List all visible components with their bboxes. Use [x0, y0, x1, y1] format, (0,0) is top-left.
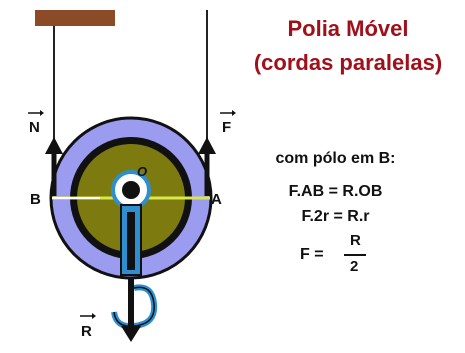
fraction-denominator: 2: [350, 258, 359, 275]
equation-moments: F.AB = R.OB: [288, 183, 383, 200]
center-label: O: [137, 164, 147, 179]
left-force-label: N: [29, 119, 40, 136]
hook-curve-outline: [113, 286, 155, 327]
right-force-arrow-head: [198, 137, 216, 154]
load-force-label: R: [81, 323, 92, 340]
axle-hole: [122, 181, 140, 199]
pole-statement: com pólo em B:: [275, 150, 396, 167]
equation-result-lhs: F =: [300, 246, 324, 263]
fraction-bar: [344, 254, 366, 256]
title-line-1: Polia Móvel: [287, 16, 409, 41]
equation-result: F = R 2: [300, 232, 410, 286]
title-line-2: (cordas paralelas): [253, 50, 443, 75]
load-arrow-head: [121, 326, 141, 342]
vector-bar-r-tip: [92, 313, 96, 319]
point-b-label: B: [30, 191, 41, 208]
ceiling-block: [35, 10, 115, 26]
fraction-numerator: R: [350, 232, 361, 249]
right-force-label: F: [222, 119, 231, 136]
vector-bar-f-tip: [232, 110, 236, 116]
vector-bar-n-tip: [40, 110, 44, 116]
hook-bar-slot: [127, 212, 135, 270]
left-force-arrow-head: [45, 137, 63, 154]
equation-radius: F.2r = R.r: [301, 208, 370, 225]
point-a-label: A: [211, 191, 222, 208]
